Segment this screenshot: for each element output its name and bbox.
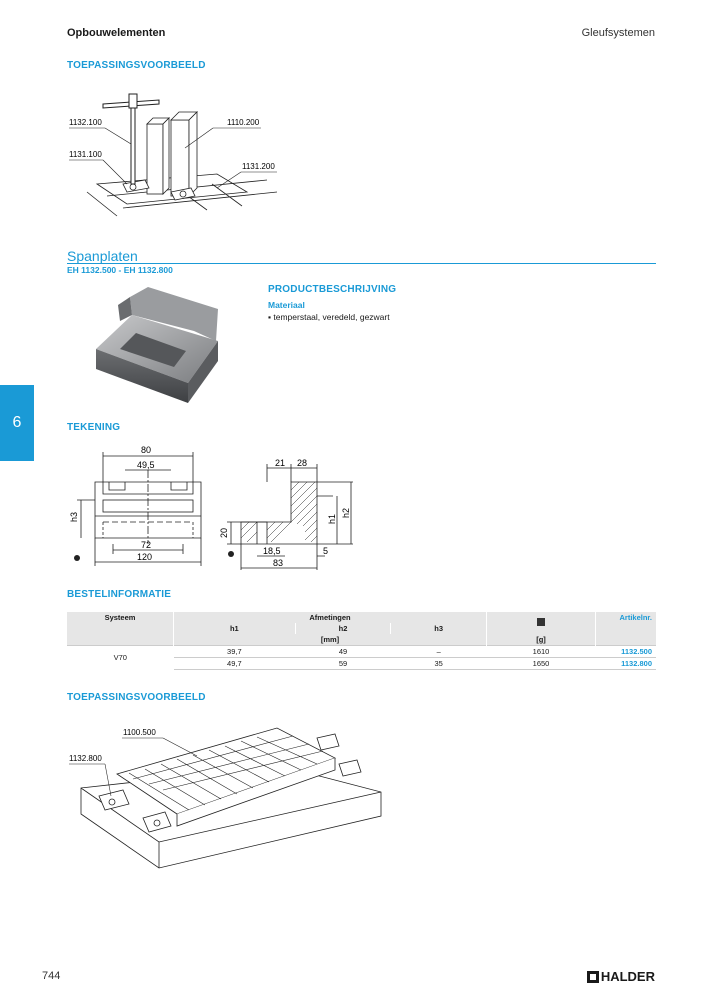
- cell-h1: 39,7: [173, 645, 296, 658]
- halder-logo-icon: [586, 970, 599, 983]
- brand-logo: HALDER: [586, 969, 655, 984]
- system-value: V70: [67, 645, 174, 670]
- surface-symbol-icon: [228, 551, 234, 557]
- unit-g: [g]: [486, 634, 596, 646]
- dim-h3: h3: [69, 512, 79, 522]
- col-dimensions: Afmetingen: [173, 612, 487, 623]
- label-1132-800: 1132.800: [69, 754, 102, 763]
- dim-h1: h1: [327, 514, 337, 524]
- description-title: PRODUCTBESCHRIJVING: [268, 284, 397, 295]
- dim-120: 120: [137, 552, 152, 562]
- application-illustration-1: 1132.100 1131.100 1110.200 1131.200: [69, 93, 278, 217]
- dim-28: 28: [297, 458, 307, 468]
- label-1132-100: 1132.100: [69, 118, 102, 127]
- dim-5: 5: [323, 546, 328, 556]
- col-h1: h1: [173, 623, 296, 634]
- drawing-title: TEKENING: [67, 422, 121, 433]
- order-table: Systeem Afmetingen Artikelnr. h1 h2 h3 […: [67, 612, 656, 670]
- section-title-application-1: TOEPASSINGSVOORBEELD: [67, 60, 206, 71]
- header-left: Opbouwelementen: [67, 27, 166, 39]
- application-illustration-2: 1100.500 1132.800: [69, 727, 382, 869]
- label-1131-200: 1131.200: [242, 162, 275, 171]
- product-subtitle: EH 1132.500 - EH 1132.800: [67, 265, 173, 275]
- surface-symbol-icon: [74, 555, 80, 561]
- material-label: Materiaal: [268, 300, 305, 310]
- table-row: V70 39,7 49 – 1610 1132.500: [67, 645, 656, 670]
- cell-h3: –: [390, 645, 487, 658]
- dim-20: 20: [219, 528, 229, 538]
- cell-weight: 1650: [486, 657, 596, 670]
- header-right: Gleufsystemen: [581, 27, 655, 39]
- product-title: Spanplaten: [67, 248, 138, 264]
- dim-83: 83: [273, 558, 283, 568]
- cell-weight: 1610: [486, 645, 596, 658]
- cell-h2: 49: [295, 645, 391, 658]
- col-article: Artikelnr.: [595, 612, 656, 623]
- material-item: ▪ temperstaal, veredeld, gezwart: [268, 312, 390, 322]
- dim-80: 80: [141, 445, 151, 455]
- weight-icon: [486, 612, 596, 634]
- cell-article[interactable]: 1132.800: [595, 657, 656, 670]
- dim-h2: h2: [341, 508, 351, 518]
- col-system: Systeem: [67, 612, 174, 623]
- technical-drawing: 80 49,5 72 120 h3 21 28 20 h1 h2 18,5 5 …: [69, 445, 353, 570]
- dim-21: 21: [275, 458, 285, 468]
- label-1100-500: 1100.500: [123, 728, 156, 737]
- dim-72: 72: [141, 540, 151, 550]
- cell-article[interactable]: 1132.500: [595, 645, 656, 658]
- col-h2: h2: [294, 623, 391, 634]
- section-title-application-2: TOEPASSINGSVOORBEELD: [67, 692, 206, 703]
- unit-mm: [mm]: [173, 634, 487, 646]
- product-photo: [96, 287, 218, 403]
- page-number: 744: [42, 970, 61, 982]
- table-row: 49,7 59 35 1650 1132.800: [67, 657, 656, 670]
- label-1131-100: 1131.100: [69, 150, 102, 159]
- dim-18-5: 18,5: [263, 546, 281, 556]
- cell-h3: 35: [390, 657, 487, 670]
- order-title: BESTELINFORMATIE: [67, 589, 172, 600]
- title-rule: [67, 263, 656, 264]
- chapter-tab[interactable]: 6: [0, 385, 34, 461]
- label-1110-200: 1110.200: [227, 118, 260, 127]
- dim-49-5: 49,5: [137, 460, 155, 470]
- cell-h2: 59: [295, 657, 391, 670]
- col-h3: h3: [390, 623, 487, 634]
- cell-h1: 49,7: [173, 657, 296, 670]
- brand-name: HALDER: [600, 969, 655, 984]
